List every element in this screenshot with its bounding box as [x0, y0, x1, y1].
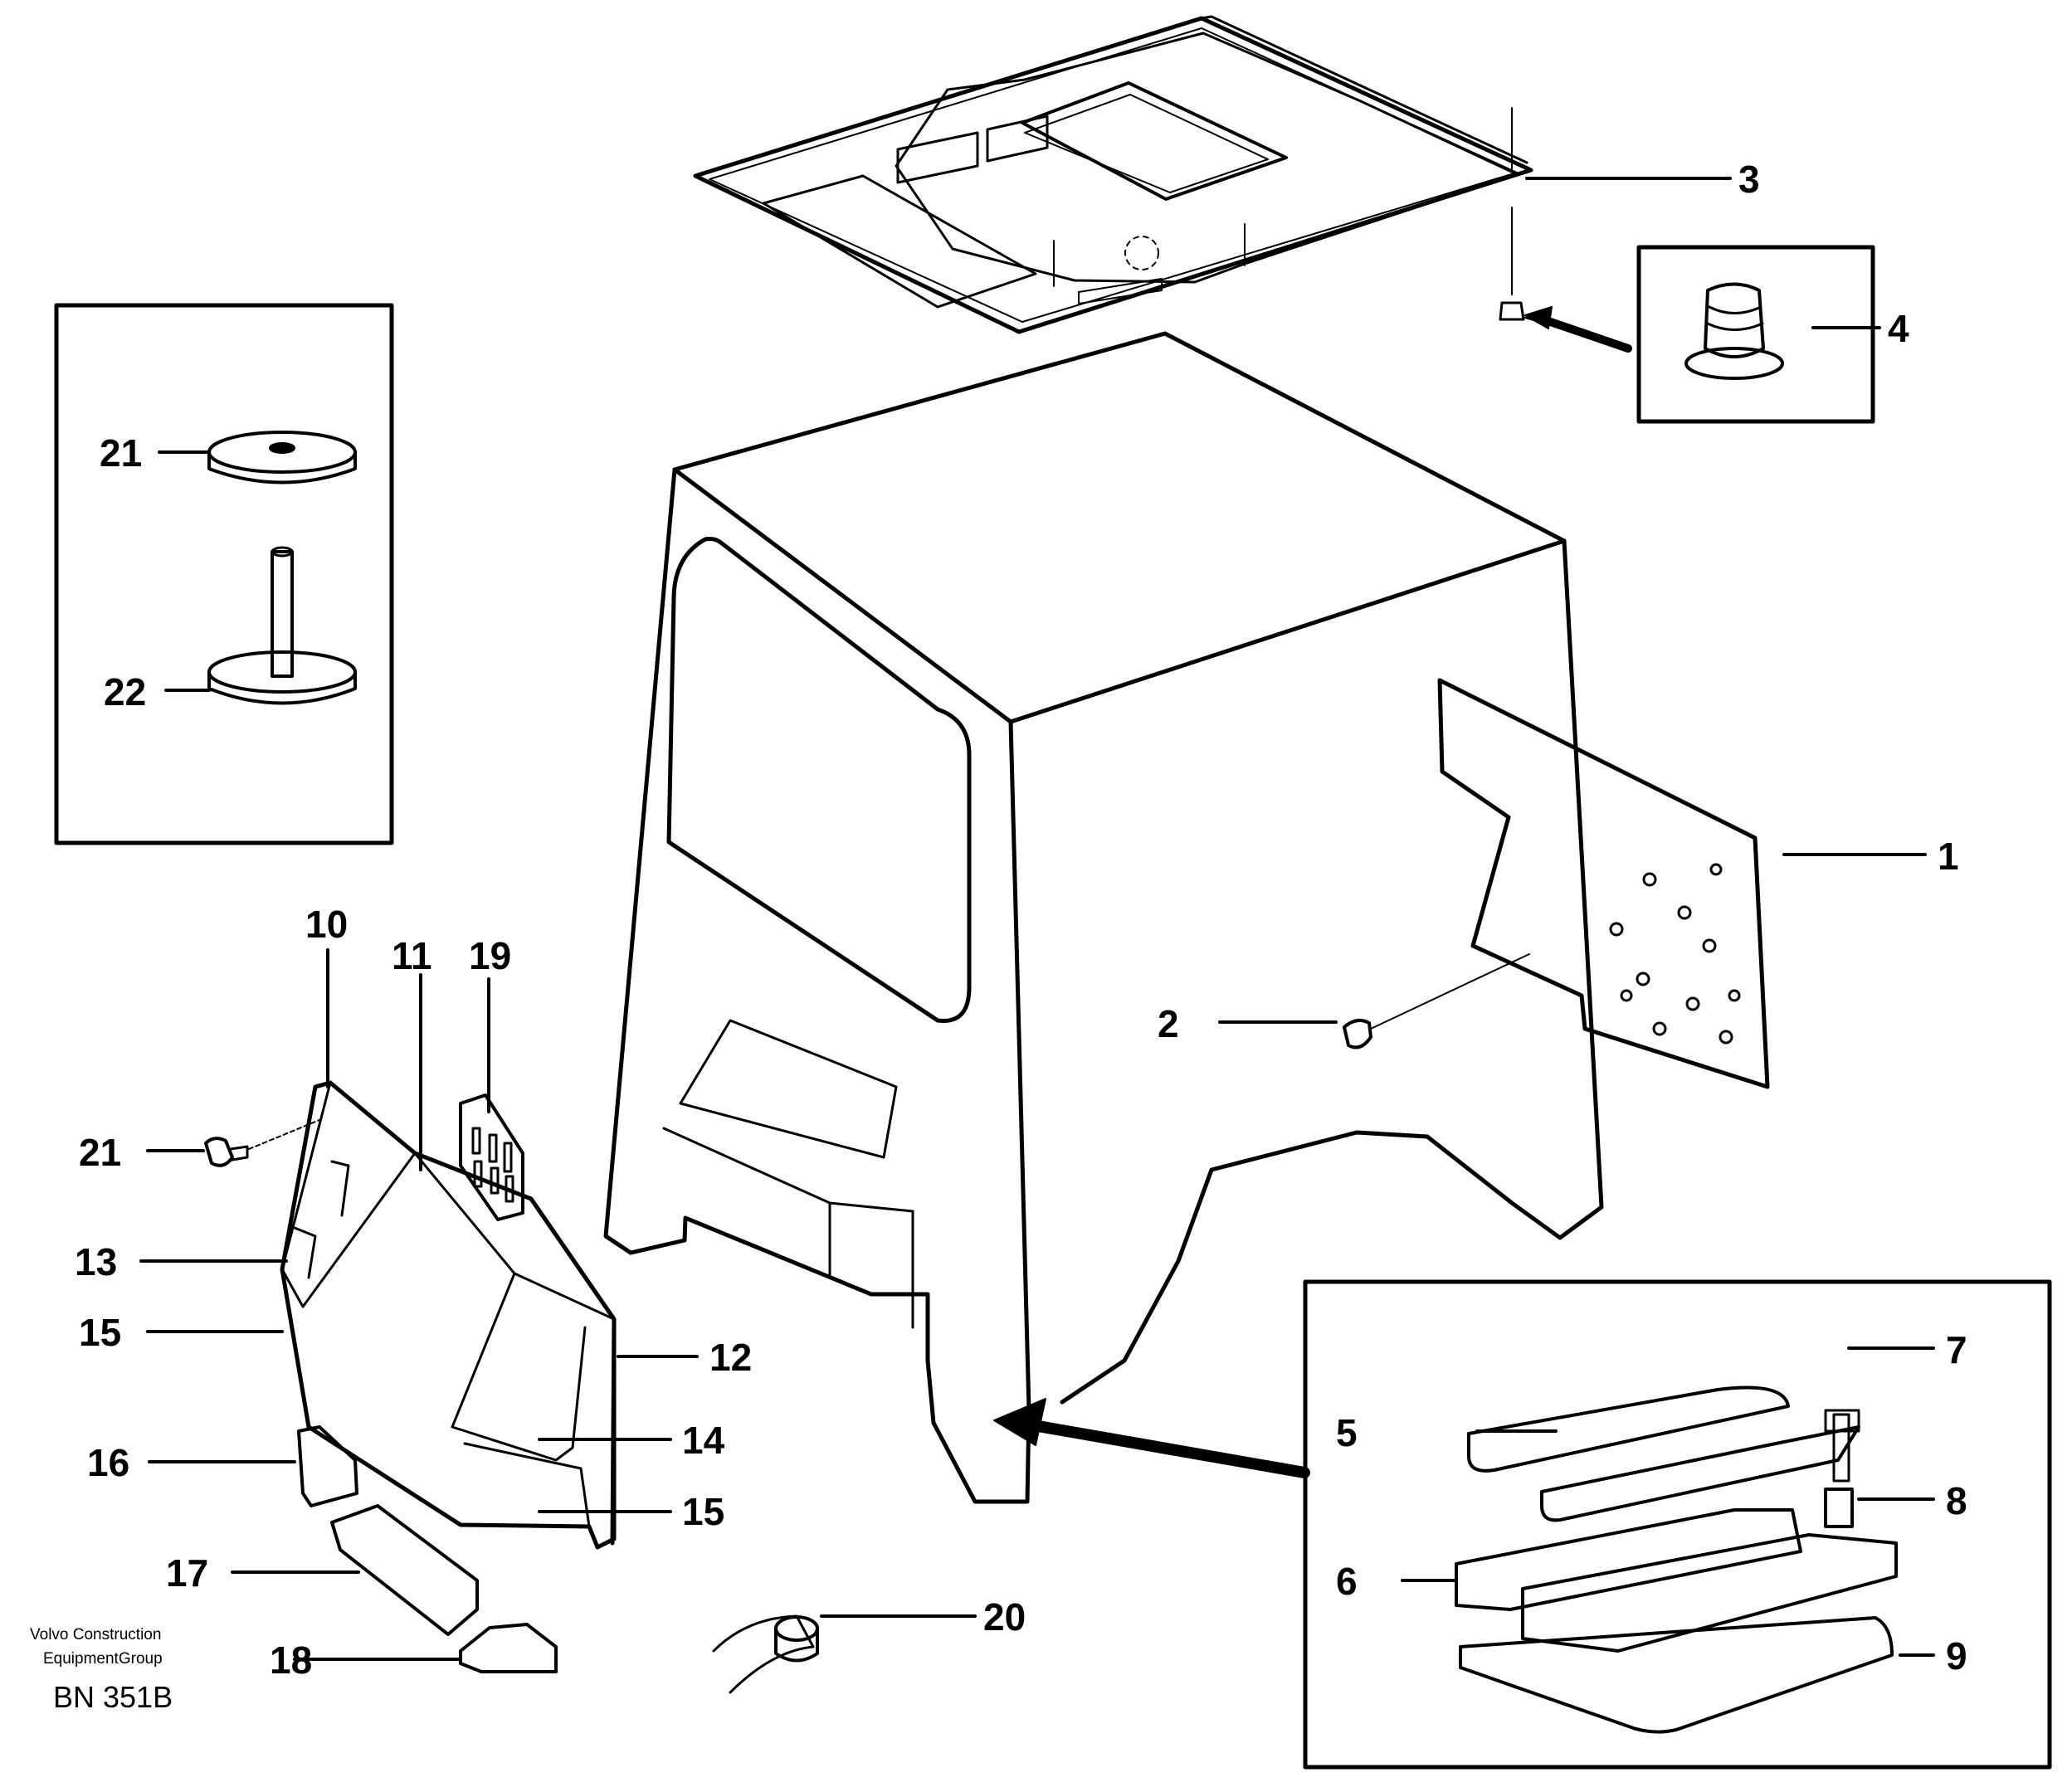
detail-box-mounts [54, 303, 394, 845]
credit-group: EquipmentGroup [43, 1650, 163, 1668]
callout-17: 17 [166, 1551, 208, 1595]
callout-22: 22 [104, 670, 146, 713]
vent-grille [459, 1093, 524, 1221]
callout-5: 5 [1336, 1411, 1358, 1454]
callout-15a: 15 [79, 1311, 121, 1354]
callout-15b: 15 [682, 1490, 724, 1533]
callout-2: 2 [1158, 1002, 1179, 1045]
knob-bolt [1343, 953, 1530, 1049]
callout-1: 1 [1938, 835, 1959, 878]
callout-20: 20 [983, 1595, 1026, 1639]
spacer-20 [712, 1614, 819, 1694]
callout-10: 10 [305, 903, 348, 946]
pad-17 [330, 1504, 479, 1636]
detail-box-grommet [1522, 245, 1875, 424]
drawing-code: BN 351B [53, 1680, 173, 1714]
callout-12: 12 [709, 1336, 752, 1379]
side-panel [1437, 678, 1770, 1089]
callout-3: 3 [1738, 158, 1760, 201]
callout-18: 18 [270, 1639, 312, 1682]
callout-7: 7 [1946, 1328, 1967, 1371]
roof-panel [693, 15, 1533, 334]
pad-16 [297, 1425, 358, 1507]
callout-14: 14 [682, 1419, 725, 1462]
left-floor-assembly [280, 1080, 617, 1550]
pointer-arrow [993, 1398, 1310, 1478]
callout-9: 9 [1946, 1634, 1967, 1678]
roof-fastener [1499, 107, 1525, 321]
small-screw [204, 1119, 320, 1167]
callout-19: 19 [469, 934, 511, 977]
callout-4: 4 [1888, 307, 1909, 350]
callout-13: 13 [75, 1240, 117, 1283]
credit-company: Volvo Construction [30, 1626, 162, 1643]
callout-21b: 21 [79, 1131, 121, 1174]
pad-18 [459, 1623, 558, 1673]
cab-body [603, 331, 1604, 1504]
detail-box-battery [1303, 1279, 2052, 1770]
leader-lines [139, 177, 1935, 1661]
callout-21a: 21 [100, 431, 142, 475]
callout-11: 11 [392, 934, 432, 977]
callout-8: 8 [1946, 1479, 1967, 1522]
callout-16: 16 [87, 1441, 129, 1484]
callout-numbers: 1 2 3 4 5 6 7 8 9 10 11 19 12 13 15 14 1… [75, 158, 1967, 1682]
callout-6: 6 [1336, 1560, 1358, 1603]
